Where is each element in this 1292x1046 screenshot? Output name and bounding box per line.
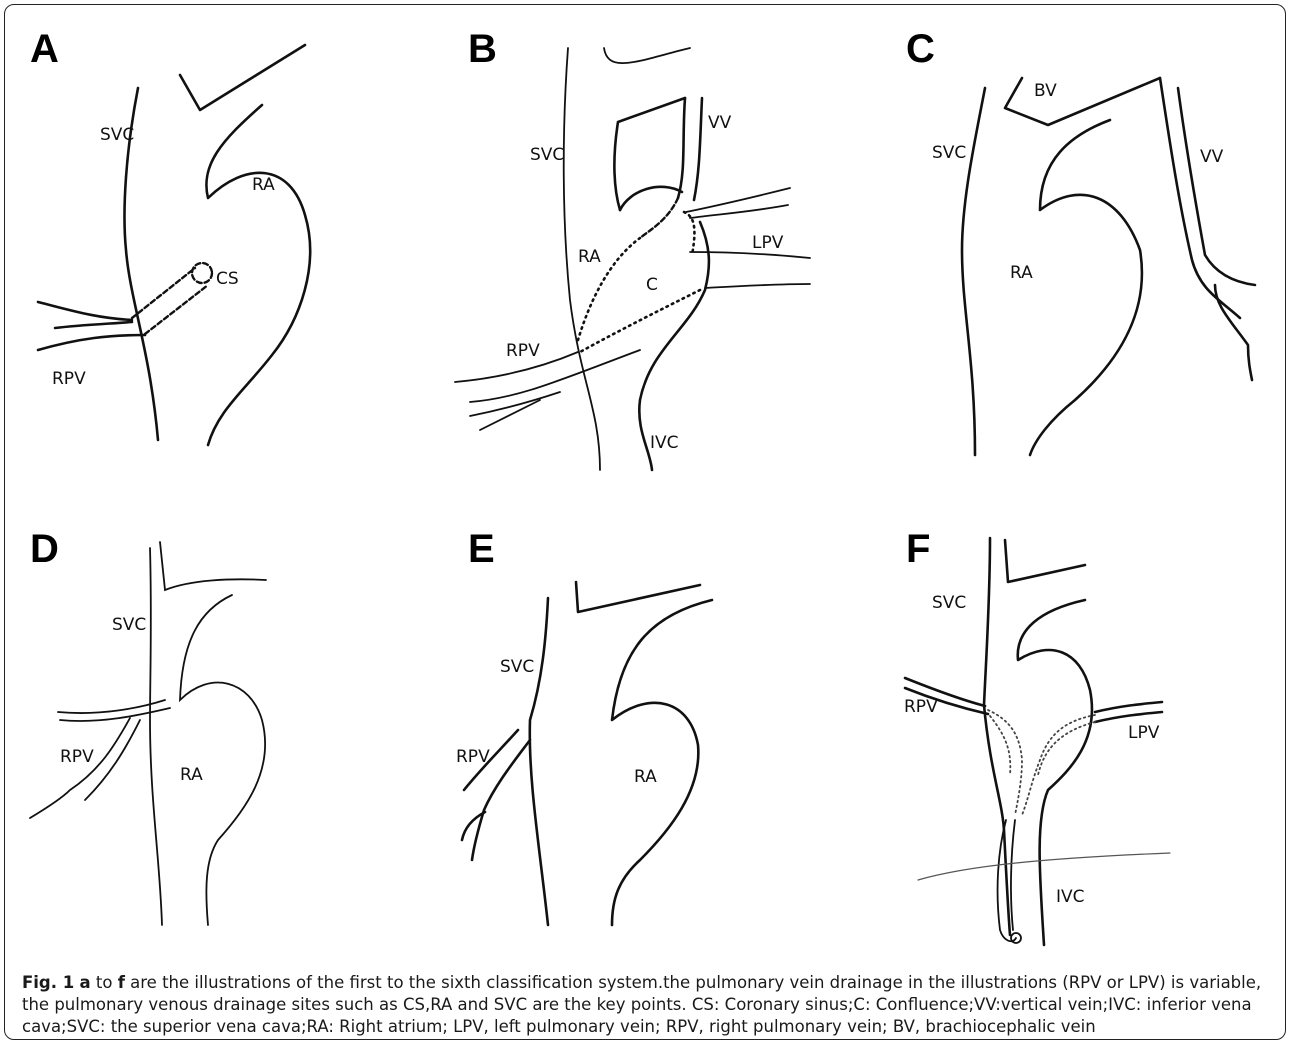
label-ra-d: RA <box>180 765 203 785</box>
vv-left-c <box>1160 78 1240 318</box>
label-vv-c: VV <box>1200 147 1224 167</box>
label-ra-c: RA <box>1010 263 1033 283</box>
lpv-upper-f <box>1095 702 1162 712</box>
confluence-right-dotted-f <box>1022 715 1095 815</box>
confluence-right2-dotted-f <box>1038 722 1095 775</box>
panel-e: E SVC RPV RA <box>456 527 712 925</box>
vv-dashed-b <box>640 198 678 238</box>
label-vv-b: VV <box>708 113 732 133</box>
svc-vessel-d <box>150 548 162 925</box>
caption-to-letter: f <box>118 973 125 992</box>
panel-letter-c: C <box>906 27 935 71</box>
rpv-upper2-d <box>60 708 170 721</box>
label-svc-a: SVC <box>100 125 134 145</box>
svc-vessel-e <box>530 598 548 925</box>
label-lpv-f: LPV <box>1128 723 1160 743</box>
panel-letter-d: D <box>30 527 59 571</box>
label-ivc-b: IVC <box>650 433 679 453</box>
panel-letter-b: B <box>468 27 497 71</box>
panel-a: A SVC RA CS RPV <box>30 27 310 445</box>
bv-vessel-c <box>1005 78 1160 125</box>
lpv-upper-b <box>686 188 790 212</box>
label-bv-c: BV <box>1034 81 1057 101</box>
arch-vessel-a <box>180 45 305 110</box>
label-svc-b: SVC <box>530 145 564 165</box>
label-lpv-b: LPV <box>752 233 784 253</box>
caption-to-word: to <box>96 973 113 992</box>
vv-left-b <box>678 98 685 198</box>
panel-letter-e: E <box>468 527 495 571</box>
arch-vessel-d <box>160 542 266 590</box>
rpv-lower-d <box>30 718 130 818</box>
label-rpv-b: RPV <box>506 341 540 361</box>
panel-b: B SVC VV RA LPV C RPV IVC <box>455 27 810 470</box>
cs-ostium-a <box>192 263 212 283</box>
diaphragm-line-f <box>918 853 1170 880</box>
label-svc-c: SVC <box>932 143 966 163</box>
label-ivc-f: IVC <box>1056 887 1085 907</box>
label-rpv-f: RPV <box>904 697 938 717</box>
label-ra-a: RA <box>252 175 275 195</box>
rpv-upper-d <box>58 700 165 713</box>
arch-vessel-f <box>1005 540 1085 582</box>
rpv-branch-a <box>55 322 132 328</box>
panel-letter-f: F <box>906 527 930 571</box>
lpv-lower-f <box>1095 712 1162 722</box>
label-svc-f: SVC <box>932 593 966 613</box>
descending-vein2-f <box>1011 820 1015 930</box>
right-atrium-e <box>612 600 712 925</box>
caption-text: are the illustrations of the first to th… <box>22 973 1261 1036</box>
label-ra-b: RA <box>578 247 601 267</box>
caption-fig-label: Fig. 1 <box>22 973 74 992</box>
rpv-lower2-b <box>480 400 540 430</box>
caption-from-letter: a <box>79 973 90 992</box>
vv-right-b <box>694 98 702 200</box>
right-atrium-d <box>180 595 265 925</box>
label-rpv-d: RPV <box>60 747 94 767</box>
figure-illustrations: A SVC RA CS RPV B <box>0 0 1292 965</box>
panel-letter-a: A <box>30 27 59 71</box>
lpv-upper2-b <box>690 205 788 218</box>
arch-vessel-b <box>604 48 690 63</box>
arch-vessel-e <box>576 582 700 612</box>
vv-loop-b <box>614 98 685 210</box>
panel-d: D SVC RPV RA <box>30 527 266 925</box>
lpv-lower-b <box>705 284 810 288</box>
label-svc-e: SVC <box>500 657 534 677</box>
right-atrium-c <box>1030 120 1142 455</box>
vv-branch-c <box>1215 285 1252 380</box>
cs-upper-dashed-a <box>132 268 195 318</box>
panel-c: C BV SVC VV RA <box>906 27 1255 455</box>
label-ra-e: RA <box>634 767 657 787</box>
label-cs-a: CS <box>216 269 239 289</box>
rpv-lower-a <box>38 335 145 350</box>
label-rpv-a: RPV <box>52 369 86 389</box>
panel-f: F SVC RPV LPV IVC <box>904 527 1170 945</box>
vv-right-c <box>1178 88 1255 285</box>
label-svc-d: SVC <box>112 615 146 635</box>
cs-lower-dashed-a <box>145 285 208 334</box>
rpv-upper-a <box>38 302 132 320</box>
figure-caption: Fig. 1 a to f are the illustrations of t… <box>22 972 1272 1038</box>
confluence-right-dotted-b <box>580 290 700 352</box>
label-rpv-e: RPV <box>456 747 490 767</box>
label-c-b: C <box>646 275 658 295</box>
